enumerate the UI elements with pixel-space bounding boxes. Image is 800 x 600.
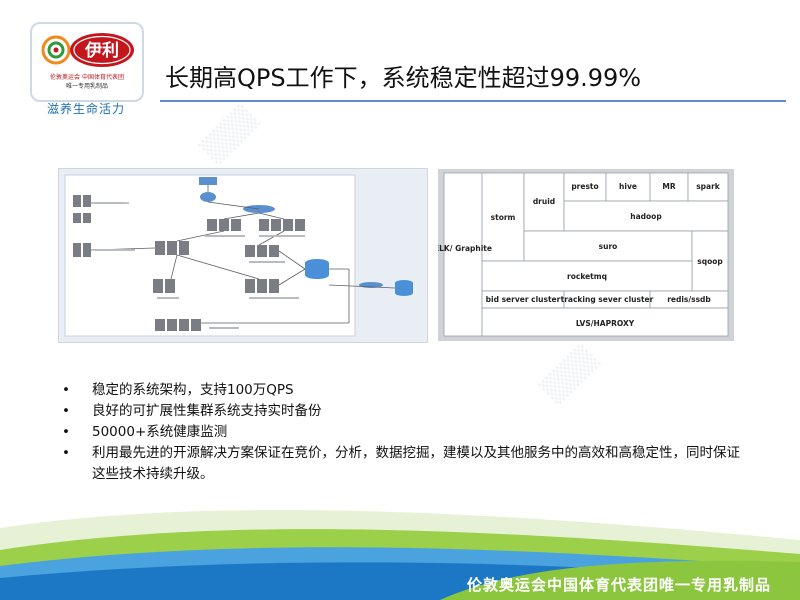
hadoop-label: hadoop bbox=[630, 212, 662, 221]
logo-brand-text: 伊利 bbox=[84, 40, 119, 61]
network-topology-diagram bbox=[58, 168, 428, 343]
logo-subtitle-2: 唯一专用乳制品 bbox=[65, 83, 108, 90]
tracking-server-cluster-label: tracking sever cluster bbox=[561, 295, 654, 304]
lvs-haproxy-label: LVS/HAPROXY bbox=[576, 319, 635, 328]
network-topology-graphic bbox=[64, 174, 413, 337]
footer-slogan: 伦敦奥运会中国体育代表团唯一专用乳制品 bbox=[466, 576, 771, 594]
logo-slogan: 滋养生命活力 bbox=[46, 102, 125, 116]
slide-title: 长期高QPS工作下，系统稳定性超过99.99% bbox=[165, 64, 642, 92]
title-divider bbox=[160, 100, 786, 102]
bullet-item: 利用最先进的开源解决方案保证在竞价，分析，数据挖掘，建模以及其他服务中的高效和高… bbox=[62, 443, 742, 485]
bullet-item: 50000+系统健康监测 bbox=[62, 422, 742, 443]
mr-label: MR bbox=[662, 182, 675, 191]
footer-swoosh-decoration bbox=[0, 510, 800, 600]
logo-subtitle: 伦敦奥运会 中国体育代表团 bbox=[50, 74, 124, 81]
spark-label: spark bbox=[696, 182, 721, 191]
bullet-item: 稳定的系统架构，支持100万QPS bbox=[62, 380, 742, 401]
suro-label: suro bbox=[599, 242, 618, 251]
sqoop-label: sqoop bbox=[697, 257, 723, 266]
yili-logo: 伊利 伦敦奥运会 中国体育代表团 唯一专用乳制品 bbox=[30, 22, 144, 102]
rocketmq-label: rocketmq bbox=[567, 272, 607, 281]
architecture-stack-diagram: ELK/ Graphite storm druid presto hive MR… bbox=[438, 169, 734, 341]
druid-label: druid bbox=[533, 197, 555, 206]
watermark: ▒▒▒ bbox=[198, 103, 262, 167]
presto-label: presto bbox=[571, 182, 598, 191]
hive-label: hive bbox=[619, 182, 637, 191]
feature-bullet-list: 稳定的系统架构，支持100万QPS 良好的可扩展性集群系统支持实时备份 5000… bbox=[62, 380, 742, 485]
redis-ssdb-label: redis/ssdb bbox=[667, 295, 711, 304]
storm-label: storm bbox=[491, 213, 516, 222]
bullet-item: 良好的可扩展性集群系统支持实时备份 bbox=[62, 401, 742, 422]
bid-server-cluster-label: bid server cluster bbox=[486, 295, 561, 304]
logo-mark: 伊利 bbox=[41, 33, 134, 67]
architecture-stack-graphic: ELK/ Graphite storm druid presto hive MR… bbox=[438, 172, 729, 337]
elk-label: ELK/ Graphite bbox=[438, 244, 492, 253]
